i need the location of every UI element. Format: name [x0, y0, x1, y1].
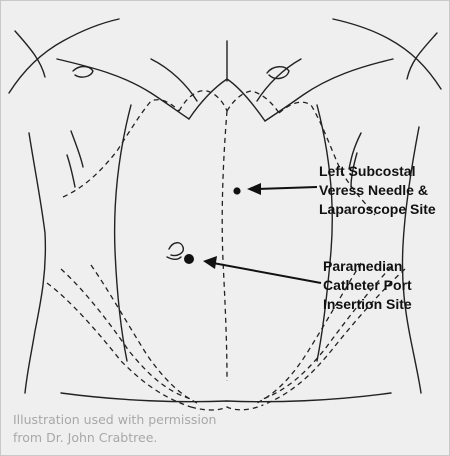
image-caption: Illustration used with permission from D…: [13, 411, 216, 447]
paramedian-label-line-3: Insertion Site: [323, 296, 412, 312]
subcostal-site-label: Left Subcostal Veress Needle & Laparosco…: [319, 163, 436, 217]
subcostal-arrow-line: [257, 187, 317, 189]
paramedian-label-line-1: Paramedian: [323, 258, 402, 274]
paramedian-site-label: Paramedian Catheter Port Insertion Site: [323, 258, 416, 312]
subcostal-label-line-1: Left Subcostal: [319, 163, 415, 179]
paramedian-arrow-head: [203, 256, 217, 269]
caption-line-2: from Dr. John Crabtree.: [13, 429, 216, 447]
subcostal-label-line-3: Laparoscope Site: [319, 201, 436, 217]
dashed-zones: [47, 91, 405, 410]
subcostal-site-marker: [233, 187, 240, 194]
pointer-arrows: [203, 183, 321, 283]
paramedian-site-marker: [184, 254, 194, 264]
paramedian-arrow-line: [213, 263, 321, 283]
caption-line-1: Illustration used with permission: [13, 411, 216, 429]
paramedian-label-line-2: Catheter Port: [323, 277, 412, 293]
subcostal-arrow-head: [247, 183, 261, 195]
subcostal-label-line-2: Veress Needle &: [319, 182, 428, 198]
